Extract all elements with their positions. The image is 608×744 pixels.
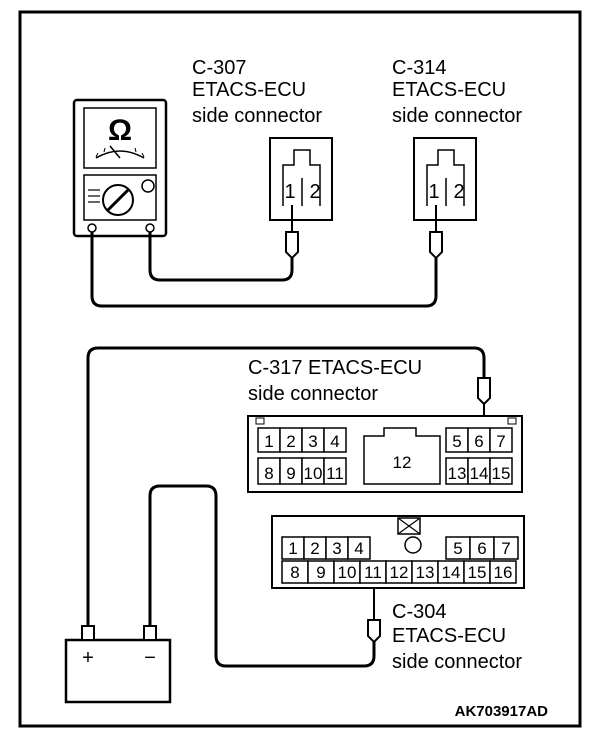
c317-pin-3: 3 <box>308 432 317 451</box>
c314-pin-1: 1 <box>428 181 439 203</box>
battery-negative-terminal <box>143 625 157 641</box>
c307-title: ETACS-ECU <box>192 79 306 101</box>
figure-code: AK703917AD <box>455 703 549 720</box>
c317-cell-11 <box>323 457 347 485</box>
c304-pin-8: 8 <box>290 563 299 582</box>
c317-pin-15: 15 <box>492 464 511 483</box>
c317-pin-13: 13 <box>448 464 467 483</box>
c317-pin-7: 7 <box>496 432 505 451</box>
c304-pin-7: 7 <box>501 539 510 558</box>
c304-pin-16: 16 <box>494 563 513 582</box>
c317-pin-2: 2 <box>286 432 295 451</box>
c307-code: C-307 <box>192 57 246 79</box>
adjust-knob-icon <box>141 179 155 193</box>
c314-code: C-314 <box>392 57 446 79</box>
c304-title: ETACS-ECU <box>392 625 506 647</box>
ohm-symbol: Ω <box>108 114 132 147</box>
meter-lead-to-c307 <box>148 232 294 282</box>
c307-pin-2: 2 <box>309 181 320 203</box>
c317-center-block <box>363 427 441 485</box>
c317-subtitle: side connector <box>248 383 378 405</box>
c317-pin-14: 14 <box>470 464 489 483</box>
test-jack-left <box>87 223 97 233</box>
battery-positive-lead <box>86 346 486 626</box>
c317-cell-4 <box>323 427 347 453</box>
c304-code: C-304 <box>392 601 446 623</box>
battery-positive-sign: + <box>82 647 94 669</box>
c317-pin-12: 12 <box>393 453 412 472</box>
c304-key-circle-icon <box>404 536 422 554</box>
c304-pin-11: 11 <box>364 563 382 582</box>
c304-pin-9: 9 <box>316 563 325 582</box>
c314-probe-icon <box>429 231 443 260</box>
c307-connector: 1 2 <box>269 137 333 260</box>
c304-pin-13: 13 <box>416 563 435 582</box>
c317-pin-11: 11 <box>326 464 344 483</box>
c314-title: ETACS-ECU <box>392 79 506 101</box>
c304-pin-2: 2 <box>310 539 319 558</box>
c304-pin-15: 15 <box>468 563 487 582</box>
c304-pin-6: 6 <box>477 539 486 558</box>
c317-pin-5: 5 <box>452 432 461 451</box>
c317-pin-10: 10 <box>304 464 323 483</box>
c307-subtitle: side connector <box>192 105 322 127</box>
c314-pin-2: 2 <box>453 181 464 203</box>
c304-probe-icon <box>367 619 381 644</box>
c317-pin-6: 6 <box>474 432 483 451</box>
c307-pin-1: 1 <box>284 181 295 203</box>
c304-pin-1: 1 <box>288 539 297 558</box>
ohmmeter: Ω <box>72 98 168 238</box>
c304-subtitle: side connector <box>392 651 522 673</box>
c304-pin-3: 3 <box>332 539 341 558</box>
c317-cell-7 <box>489 427 513 453</box>
c317-cell-15 <box>489 457 513 485</box>
c304-pin-14: 14 <box>442 563 461 582</box>
c304-cell-4 <box>347 536 371 560</box>
meter-lead-to-c314 <box>90 232 438 308</box>
c314-connector: 1 2 <box>413 137 477 260</box>
c317-pin-8: 8 <box>264 464 273 483</box>
battery-negative-sign: − <box>144 647 156 669</box>
c304-pin-5: 5 <box>453 539 462 558</box>
c317-pin-1: 1 <box>264 432 273 451</box>
c304-pin-4: 4 <box>354 539 363 558</box>
c317-pin-4: 4 <box>330 432 339 451</box>
battery: + − <box>64 625 172 704</box>
c304-cell-16 <box>489 560 517 584</box>
test-jack-right <box>145 223 155 233</box>
c304-pin-12: 12 <box>390 563 409 582</box>
diagram-frame <box>18 10 582 728</box>
c304-pin-10: 10 <box>338 563 357 582</box>
c317-probe-icon <box>477 377 491 406</box>
c307-probe-icon <box>285 231 299 260</box>
c314-subtitle: side connector <box>392 105 522 127</box>
battery-positive-terminal <box>81 625 95 641</box>
c317-title: C-317 ETACS-ECU <box>248 357 422 379</box>
meter-needle <box>109 145 121 159</box>
c304-cell-7 <box>493 536 519 560</box>
c317-pin-9: 9 <box>286 464 295 483</box>
battery-negative-lead <box>148 484 376 668</box>
